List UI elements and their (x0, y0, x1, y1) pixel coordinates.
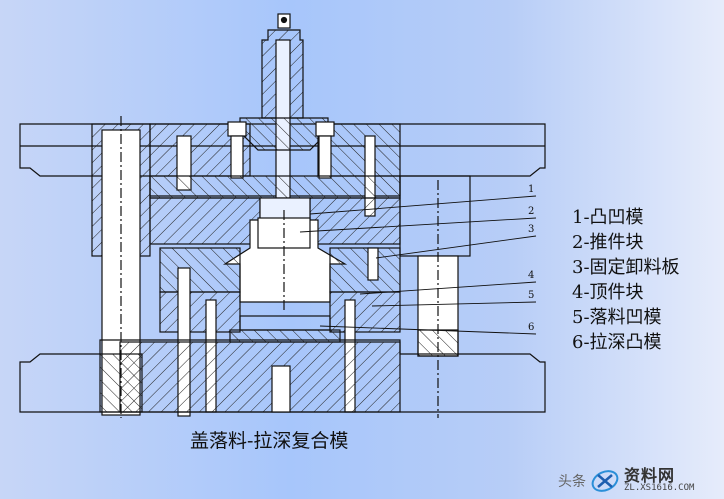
xs-logo-icon (591, 469, 619, 492)
right-guide-post (399, 175, 471, 418)
callout-3: 3 (528, 224, 534, 235)
legend-item: 6-拉深凸模 (572, 332, 662, 353)
punch-plate (149, 175, 401, 245)
callout-5: 5 (528, 290, 534, 301)
watermark-site: ZL.XS1616.COM (624, 483, 695, 493)
callout-numbers: 1 2 3 4 5 6 (528, 184, 534, 333)
die-shank (239, 13, 329, 216)
leader-lines (299, 195, 537, 335)
legend-item: 4-顶件块 (572, 282, 644, 303)
watermark-prefix: 头条 (558, 473, 586, 490)
legend-item: 5-落料凹模 (572, 307, 662, 328)
lower-die-plate (19, 339, 546, 413)
watermark-name: 资料网 (624, 466, 676, 485)
legend-item: 3-固定卸料板 (572, 257, 680, 278)
callout-6: 6 (528, 322, 534, 333)
legend-item: 1-凸凹模 (572, 207, 644, 228)
part-legend: 1-凸凹模 2-推件块 3-固定卸料板 4-顶件块 5-落料凹模 6-拉深凸模 (572, 205, 680, 355)
callout-1: 1 (528, 184, 534, 195)
blanking-die (159, 291, 401, 333)
watermark: 头条 资料网 ZL.XS1616.COM (558, 462, 724, 499)
die-assembly (19, 13, 546, 418)
callout-4: 4 (528, 270, 534, 281)
legend-item: 2-推件块 (572, 232, 644, 253)
figure-caption: 盖落料-拉深复合模 (190, 430, 349, 452)
callout-2: 2 (528, 206, 534, 217)
stripper-plate (159, 247, 401, 293)
